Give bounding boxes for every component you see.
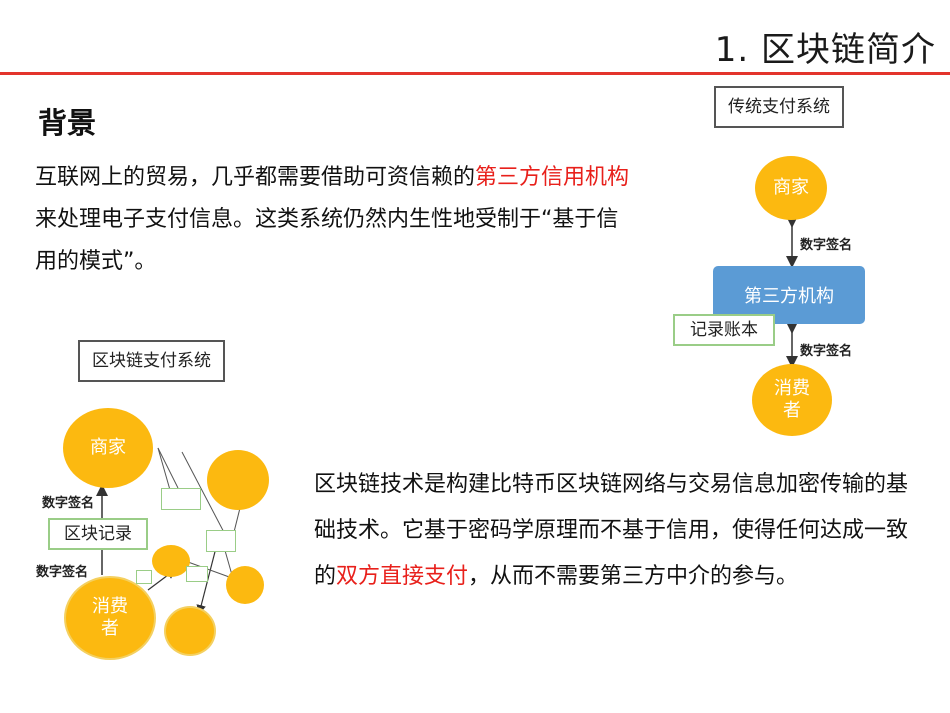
- consumer-node: 消费者: [64, 576, 156, 660]
- traditional-system-label: 传统支付系统: [714, 86, 844, 128]
- blockchain-system-label: 区块链支付系统: [78, 340, 225, 382]
- digital-signature-label: 数字签名: [800, 238, 853, 253]
- block-box: [206, 530, 236, 552]
- peer-node: [152, 545, 190, 577]
- block-box: [161, 488, 201, 510]
- peer-node: [207, 450, 269, 510]
- paragraph-text: 来处理电子支付信息。这类系统仍然内生性地受制于“基于信用的模式”。: [35, 207, 619, 274]
- merchant-label: 商家: [773, 177, 809, 198]
- consumer-label: 消费者: [92, 596, 128, 639]
- merchant-node: 商家: [63, 408, 153, 488]
- merchant-label: 商家: [90, 437, 126, 458]
- digital-signature-label: 数字签名: [36, 565, 89, 580]
- paragraph-text: ，从而不需要第三方中介的参与。: [468, 564, 799, 589]
- paragraph-text: 区块链技术是构建比特币区块链网络与交易信息加密传输的基础技术。它基于密码学原理而…: [314, 472, 909, 589]
- block-box: [136, 570, 152, 584]
- highlight-direct-payment: 双方直接支付: [336, 564, 469, 589]
- consumer-node: 消费者: [752, 364, 832, 436]
- block-record-box: 区块记录: [48, 518, 148, 550]
- highlight-third-party: 第三方信用机构: [475, 165, 630, 190]
- digital-signature-label: 数字签名: [42, 496, 95, 511]
- title-divider: [0, 72, 950, 75]
- peer-node: [164, 606, 216, 656]
- slide-title: 1. 区块链简介: [714, 30, 936, 70]
- background-paragraph: 互联网上的贸易，几乎都需要借助可资信赖的第三方信用机构来处理电子支付信息。这类系…: [35, 157, 635, 283]
- consumer-label: 消费者: [774, 378, 810, 421]
- ledger-record-box: 记录账本: [673, 314, 775, 346]
- digital-signature-label: 数字签名: [800, 344, 853, 359]
- merchant-node: 商家: [755, 156, 827, 220]
- third-party-node: 第三方机构: [713, 266, 865, 324]
- peer-node: [226, 566, 264, 604]
- block-box: [186, 566, 208, 582]
- paragraph-text: 互联网上的贸易，几乎都需要借助可资信赖的: [35, 165, 476, 190]
- section-heading: 背景: [38, 106, 97, 140]
- blockchain-paragraph: 区块链技术是构建比特币区块链网络与交易信息加密传输的基础技术。它基于密码学原理而…: [314, 462, 914, 600]
